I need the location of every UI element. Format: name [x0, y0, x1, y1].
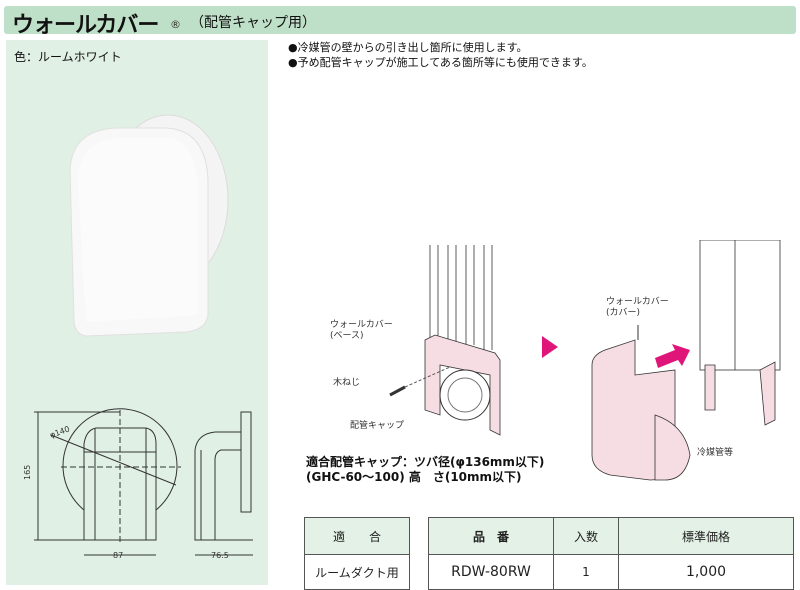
cell-quantity: 1: [553, 554, 619, 590]
label-refrigerant-pipe: 冷媒管等: [697, 448, 734, 458]
compatible-cap-spec: 適合配管キャップ：ツバ径(φ136mm以下) (GHC-60〜100) 高 さ(…: [306, 455, 545, 484]
feature-item: ●予め配管キャップが施工してある箇所等にも使用できます。: [288, 56, 593, 69]
title-bar: ウォールカバー ® （配管キャップ用）: [4, 6, 796, 38]
header-price: 標準価格: [618, 517, 794, 555]
label-pipe-cap: 配管キャップ: [350, 421, 405, 431]
base-assembly-diagram: [389, 245, 501, 436]
next-step-arrow-icon: [542, 336, 558, 358]
svg-text:76.5: 76.5: [211, 551, 229, 560]
page-subtitle: （配管キャップ用）: [190, 15, 316, 31]
header-quantity: 入数: [553, 517, 619, 555]
svg-text:87: 87: [113, 551, 123, 560]
fit-value: ルームダクト用: [304, 554, 410, 590]
cell-price: 1,000: [618, 554, 794, 590]
registered-mark: ®: [170, 18, 181, 31]
cell-part-number: RDW-80RW: [428, 554, 554, 590]
cover-assembly-diagram: [591, 240, 781, 481]
side-dimension-drawing: 76.5: [194, 411, 253, 560]
product-panel: 色：ルームホワイト φ140 165 87: [6, 40, 268, 585]
diameter-dim: φ140: [49, 424, 71, 439]
fit-table: 適 合 ルームダクト用: [304, 517, 410, 590]
page-title: ウォールカバー: [12, 13, 159, 38]
label-wall-cover-cover: ウォールカバー (カバー): [606, 297, 669, 318]
header-part-number: 品 番: [428, 517, 554, 555]
feature-item: ●冷媒管の壁からの引き出し箇所に使用します。: [288, 41, 528, 54]
color-label: 色：ルームホワイト: [14, 50, 122, 64]
label-wall-cover-base: ウォールカバー (ベース): [330, 320, 393, 341]
svg-text:165: 165: [23, 465, 32, 480]
feature-list: ●冷媒管の壁からの引き出し箇所に使用します。 ●予め配管キャップが施工してある箇…: [288, 40, 593, 70]
product-photo: [69, 114, 229, 337]
label-screw: 木ねじ: [333, 378, 361, 388]
product-table: 品 番 入数 標準価格 RDW-80RW 1 1,000: [428, 517, 794, 590]
front-dimension-drawing: φ140 165 87: [23, 408, 181, 560]
fit-header: 適 合: [304, 517, 410, 555]
